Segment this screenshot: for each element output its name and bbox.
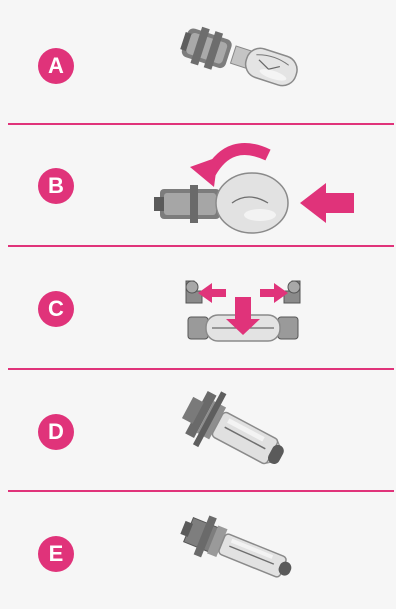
wedge-bulb-with-socket-icon [175,22,315,102]
badge-d: D [38,414,74,450]
h7-halogen-bulb-icon [178,382,308,482]
badge-e: E [38,536,74,572]
badge-a: A [38,48,74,84]
bayonet-bulb-push-twist-icon [150,133,360,237]
row-d: D [0,370,396,490]
festoon-bulb-clips-icon [178,273,308,351]
row-a: A [0,0,396,123]
h1-halogen-bulb-icon [176,506,312,596]
row-c: C [0,247,396,368]
row-e: E [0,492,396,609]
badge-b: B [38,168,74,204]
row-b: B [0,125,396,245]
badge-c: C [38,291,74,327]
